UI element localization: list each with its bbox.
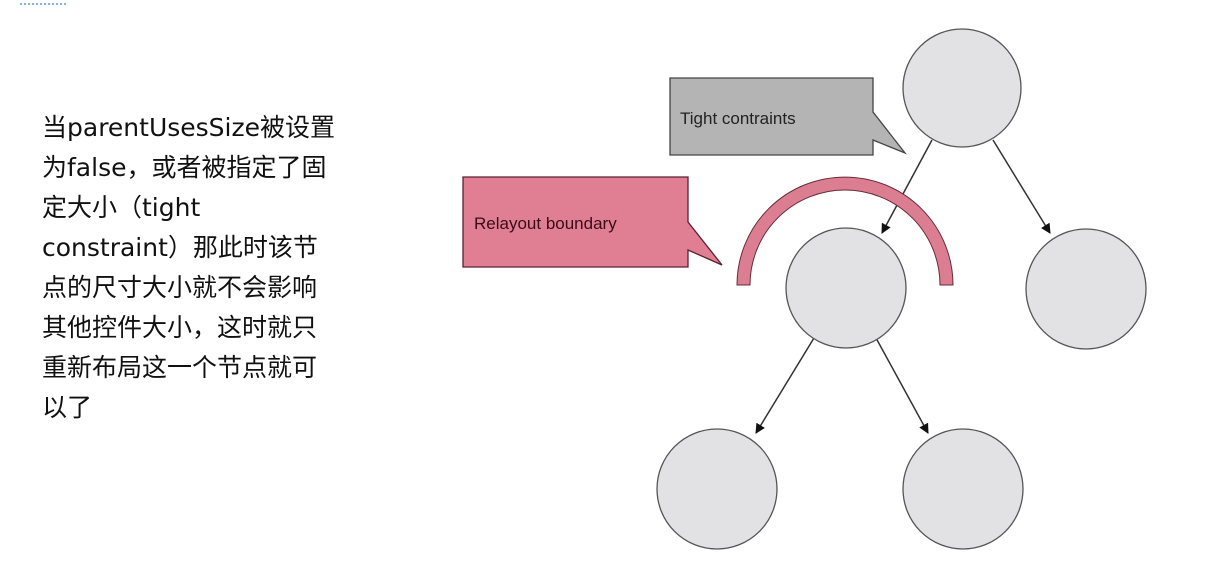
desc-line: 当parentUsesSize被设置 [42, 113, 335, 142]
relayout-callout-box [462, 176, 723, 268]
relayout-boundary-arc [736, 176, 954, 286]
tight-callout-box [669, 77, 908, 156]
edge-left-br [875, 337, 929, 434]
node-bottom-left [656, 428, 778, 550]
relayout-callout-label: Relayout boundary [474, 214, 617, 233]
partial-top-mark [20, 0, 66, 5]
desc-line: 以了 [42, 393, 93, 422]
edge-root-left [881, 139, 933, 234]
node-bottom-right [902, 428, 1024, 550]
desc-line: 点的尺寸大小就不会影响 [42, 273, 318, 302]
tight-callout-label: Tight contraints [680, 109, 796, 128]
node-left [785, 227, 907, 349]
desc-line: 定大小（tight [42, 193, 201, 222]
node-right [1025, 228, 1147, 350]
edge-left-bl [755, 337, 815, 434]
desc-line: 其他控件大小，这时就只 [42, 313, 318, 342]
edge-root-right [992, 139, 1051, 234]
description-text: 当parentUsesSize被设置 为false，或者被指定了固 定大小（ti… [42, 108, 422, 428]
desc-line: 为false，或者被指定了固 [42, 153, 327, 182]
desc-line: 重新布局这一个节点就可 [42, 353, 318, 382]
node-root [902, 28, 1022, 148]
desc-line: constraint）那此时该节 [42, 233, 318, 262]
